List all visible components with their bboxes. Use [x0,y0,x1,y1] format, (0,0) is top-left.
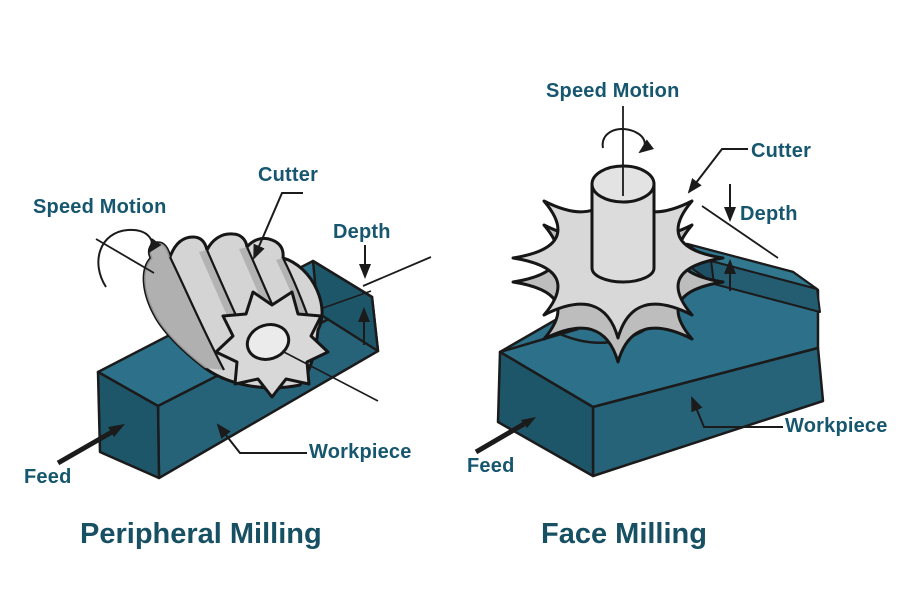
workpiece-left-end-face [96,370,161,480]
cutter-left-arbor-hole [245,323,291,361]
title-peripheral-milling: Peripheral Milling [80,518,322,550]
cutter-right-shank-body [590,182,656,284]
label-depth-right: Depth [740,203,798,225]
label-depth-left: Depth [333,221,391,243]
cutter-right [511,164,725,364]
label-speed-motion-left: Speed Motion [33,196,167,218]
label-feed-left: Feed [24,466,72,488]
label-workpiece-left: Workpiece [309,441,412,463]
rotation-arrow-right [601,128,654,154]
rotation-arrow-left [97,228,162,288]
cutter-left [142,232,379,402]
label-speed-motion-right: Speed Motion [546,80,680,102]
workpiece-right-far-edge [499,327,579,354]
workpiece-right-end-face [496,350,595,478]
peripheral-milling-figure [56,192,432,480]
title-face-milling: Face Milling [541,518,707,550]
depth-ref-line-left [362,256,432,287]
workpiece-leader-left [216,423,307,454]
cutter-leader-left [253,192,303,260]
annotations-right [474,106,783,455]
speed-axis-line-left [95,238,155,274]
depth-ref-line-right [701,205,779,259]
feed-arrow-right [474,421,526,455]
label-cutter-left: Cutter [258,164,319,186]
label-workpiece-right: Workpiece [785,415,888,437]
workpiece-leader-right [691,396,783,428]
face-milling-figure [474,106,825,478]
feed-arrowhead-right [521,417,536,428]
cutter-leader-right [687,148,748,194]
cutter-left-flute-shade-1 [144,242,224,370]
cutter-left-axis-line [281,350,379,402]
label-feed-right: Feed [467,455,515,477]
feed-arrowhead-left [108,424,125,437]
annotations-left [56,192,432,466]
feed-arrow-left [56,429,114,466]
label-cutter-right: Cutter [751,140,812,162]
